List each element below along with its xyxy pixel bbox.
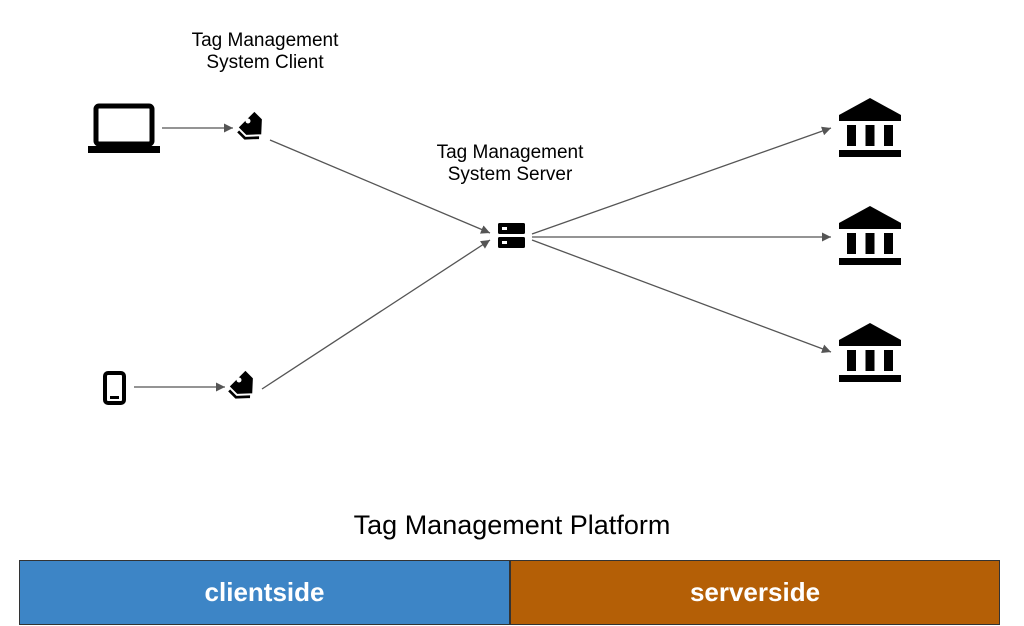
platform-title: Tag Management Platform (353, 510, 671, 540)
tms-client-label: Tag Management System Client (191, 30, 339, 73)
tag-icon (234, 109, 272, 150)
bank-icon (839, 98, 901, 157)
arrow-server-to-bank-bottom (531, 239, 832, 354)
arrow-mobile-tag-to-server (261, 239, 491, 390)
phone-icon (103, 371, 126, 405)
arrow-client-tag-to-server (269, 139, 491, 234)
tag-icon (225, 368, 263, 409)
arrows (134, 123, 832, 392)
tms-diagram (88, 98, 901, 409)
clientside-bar: clientside (19, 560, 510, 625)
tms-server-label: Tag Management System Server (436, 142, 584, 185)
serverside-label: serverside (689, 577, 821, 607)
serverside-bar: serverside (510, 560, 1000, 625)
laptop-icon (88, 103, 160, 153)
bank-icon (839, 206, 901, 265)
arrow-server-to-bank-top (531, 126, 832, 235)
server-icon (498, 223, 525, 248)
clientside-label: clientside (204, 577, 325, 607)
bank-icon (839, 323, 901, 382)
